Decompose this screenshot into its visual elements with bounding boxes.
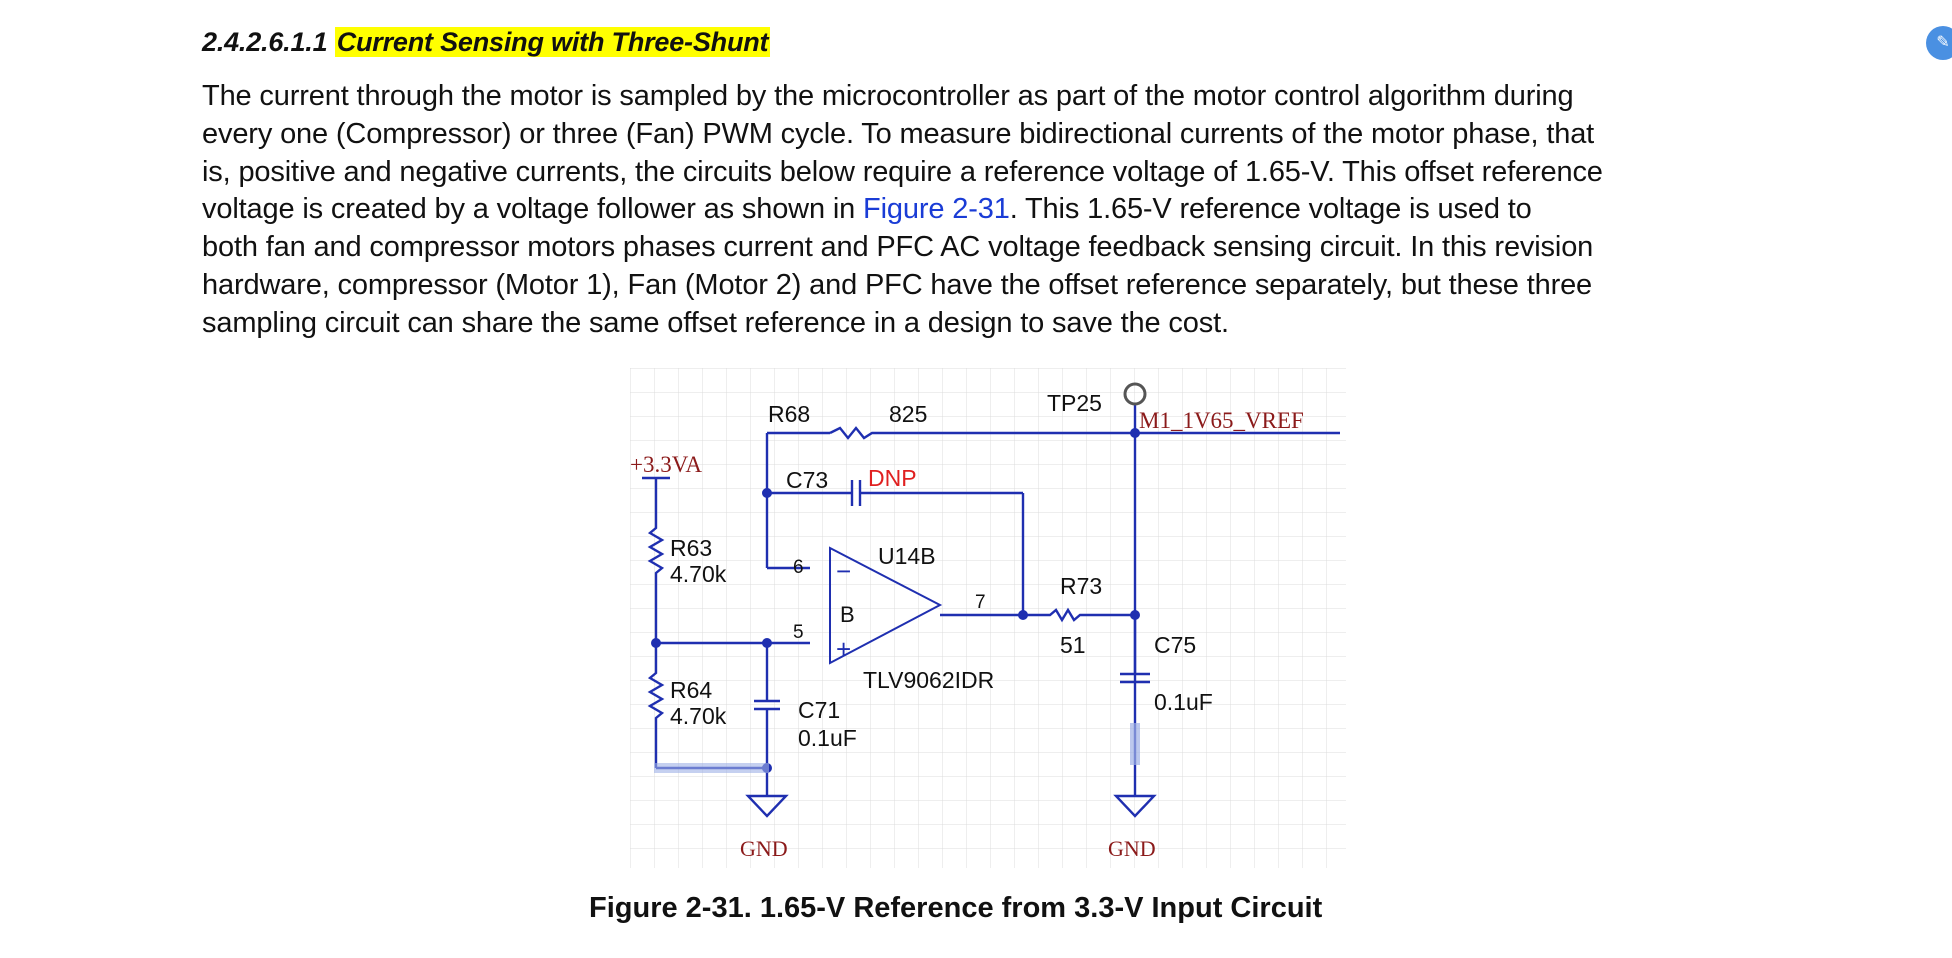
figure-link[interactable]: Figure 2-31 bbox=[863, 193, 1010, 226]
schematic-figure: +3.3VA R68 825 TP25 M1_1V65_VREF C73 DNP… bbox=[630, 368, 1346, 868]
paragraph-text: . This 1.65-V reference voltage is used … bbox=[1009, 193, 1532, 226]
r64-name: R64 bbox=[670, 677, 712, 703]
r68-name: R68 bbox=[768, 401, 810, 427]
selection-highlight bbox=[654, 763, 769, 773]
net-label: M1_1V65_VREF bbox=[1139, 408, 1304, 433]
pin-5-label: 5 bbox=[793, 622, 804, 643]
c75-value: 0.1uF bbox=[1154, 689, 1213, 715]
paragraph-line: hardware, compressor (Motor 1), Fan (Mot… bbox=[202, 268, 1593, 301]
u14-name: U14B bbox=[878, 543, 936, 569]
paragraph-line: both fan and compressor motors phases cu… bbox=[202, 231, 1594, 264]
c71-value: 0.1uF bbox=[798, 725, 857, 751]
gnd-left-label: GND bbox=[740, 836, 788, 861]
grid-background bbox=[630, 368, 1346, 868]
unit-label: B bbox=[840, 602, 855, 627]
r73-value: 51 bbox=[1060, 632, 1086, 658]
paragraph-line: is, positive and negative currents, the … bbox=[202, 155, 1603, 188]
u14-part: TLV9062IDR bbox=[863, 667, 994, 693]
schematic-svg: +3.3VA R68 825 TP25 M1_1V65_VREF C73 DNP… bbox=[630, 368, 1346, 868]
pin-7-label: 7 bbox=[975, 592, 986, 613]
gnd-right-label: GND bbox=[1108, 836, 1156, 861]
section-number: 2.4.2.6.1.1 bbox=[202, 27, 328, 57]
paragraph-text: voltage is created by a voltage follower… bbox=[202, 193, 864, 226]
selection-highlight bbox=[1130, 723, 1140, 765]
r68-value: 825 bbox=[889, 401, 927, 427]
pin-6-label: 6 bbox=[793, 557, 804, 578]
r63-name: R63 bbox=[670, 535, 712, 561]
minus-label: − bbox=[836, 556, 851, 586]
plus-label: + bbox=[836, 634, 851, 664]
document-badge-icon[interactable]: ✎ bbox=[1926, 26, 1952, 60]
tp25-label: TP25 bbox=[1047, 390, 1102, 416]
figure-caption: Figure 2-31. 1.65-V Reference from 3.3-V… bbox=[589, 892, 1323, 924]
paragraph-line: every one (Compressor) or three (Fan) PW… bbox=[202, 117, 1595, 150]
wires bbox=[642, 404, 1340, 818]
c73-value: DNP bbox=[868, 465, 917, 491]
paragraph-line: The current through the motor is sampled… bbox=[202, 80, 1574, 112]
r73-name: R73 bbox=[1060, 573, 1102, 599]
r64-value: 4.70k bbox=[670, 703, 727, 729]
test-point-icon bbox=[1123, 382, 1147, 406]
body-paragraph: The current through the motor is sampled… bbox=[202, 78, 1762, 343]
supply-label: +3.3VA bbox=[630, 452, 702, 477]
paragraph-line: voltage is created by a voltage follower… bbox=[202, 191, 1762, 229]
section-title: Current Sensing with Three-Shunt bbox=[334, 27, 771, 57]
paragraph-line: sampling circuit can share the same offs… bbox=[202, 306, 1229, 339]
c73-name: C73 bbox=[786, 467, 828, 493]
r63-value: 4.70k bbox=[670, 561, 727, 587]
c75-name: C75 bbox=[1154, 632, 1196, 658]
section-heading: 2.4.2.6.1.1 Current Sensing with Three-S… bbox=[202, 24, 771, 60]
c71-name: C71 bbox=[798, 697, 840, 723]
